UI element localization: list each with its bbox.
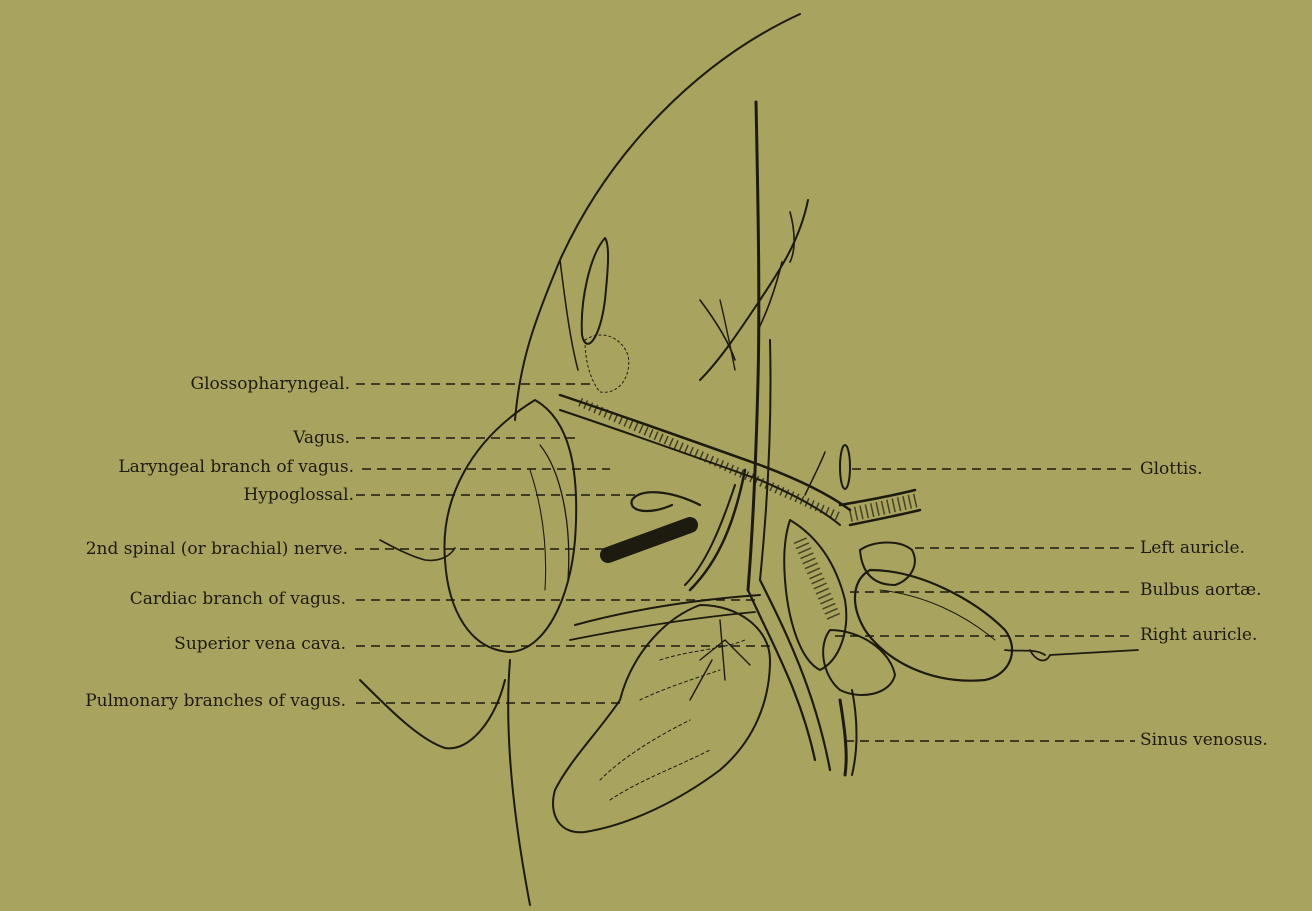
sinus-vessel-b: [852, 690, 857, 775]
hatch-tissue: [585, 335, 629, 392]
label-hypoglossal: Hypoglossal.: [243, 485, 354, 505]
label-pulmonary-branches: Pulmonary branches of vagus.: [85, 691, 346, 711]
spinal-nerve-band: [608, 525, 690, 555]
label-laryngeal-branch: Laryngeal branch of vagus.: [118, 457, 354, 477]
ventricle: [855, 570, 1012, 681]
lung-bronchi: [690, 620, 750, 700]
lower-body-line: [508, 660, 530, 905]
diagonal-vessel-b: [760, 580, 830, 770]
aorta-branch-lower: [850, 510, 920, 525]
sinus-vessel: [840, 700, 846, 775]
limb-outline: [360, 680, 505, 748]
tall-vessel: [748, 102, 759, 590]
diagonal-vessel-a: [748, 590, 815, 760]
label-second-spinal: 2nd spinal (or brachial) nerve.: [86, 539, 348, 559]
descending-vessel-b: [685, 485, 735, 585]
laryngeal-curl: [632, 492, 700, 511]
label-vagus: Vagus.: [293, 428, 350, 448]
label-cardiac-branch: Cardiac branch of vagus.: [130, 589, 346, 609]
left-auricle-shape: [860, 543, 915, 586]
upper-oval: [582, 238, 608, 344]
upper-contour: [560, 260, 578, 370]
lung-outline: [553, 605, 770, 832]
label-left-auricle: Left auricle.: [1140, 538, 1245, 558]
bulbus: [784, 520, 846, 670]
bulbus-hatch: [800, 540, 835, 620]
mid-branch-2: [720, 300, 735, 370]
inner-lobe-line-2: [530, 470, 546, 590]
tall-vessel-b: [760, 340, 771, 580]
mid-branch: [700, 300, 735, 360]
glottis-shape: [840, 445, 850, 489]
label-sinus-venosus: Sinus venosus.: [1140, 730, 1268, 750]
cross-vessel-lower: [570, 612, 755, 640]
upper-branch: [700, 200, 808, 380]
label-glottis: Glottis.: [1140, 459, 1202, 479]
ventricle-inner: [880, 590, 995, 640]
label-bulbus-aortae: Bulbus aortæ.: [1140, 580, 1262, 600]
ringed-vessel-lower: [560, 410, 840, 525]
label-superior-vena-cava: Superior vena cava.: [174, 634, 346, 654]
upper-branch-fork-a: [790, 212, 794, 262]
label-glossopharyngeal: Glossopharyngeal.: [191, 374, 351, 394]
right-auricle-shape: [823, 630, 895, 695]
inner-lobe-line: [540, 445, 569, 580]
label-right-auricle: Right auricle.: [1140, 625, 1257, 645]
apex-thread: [1005, 650, 1138, 660]
